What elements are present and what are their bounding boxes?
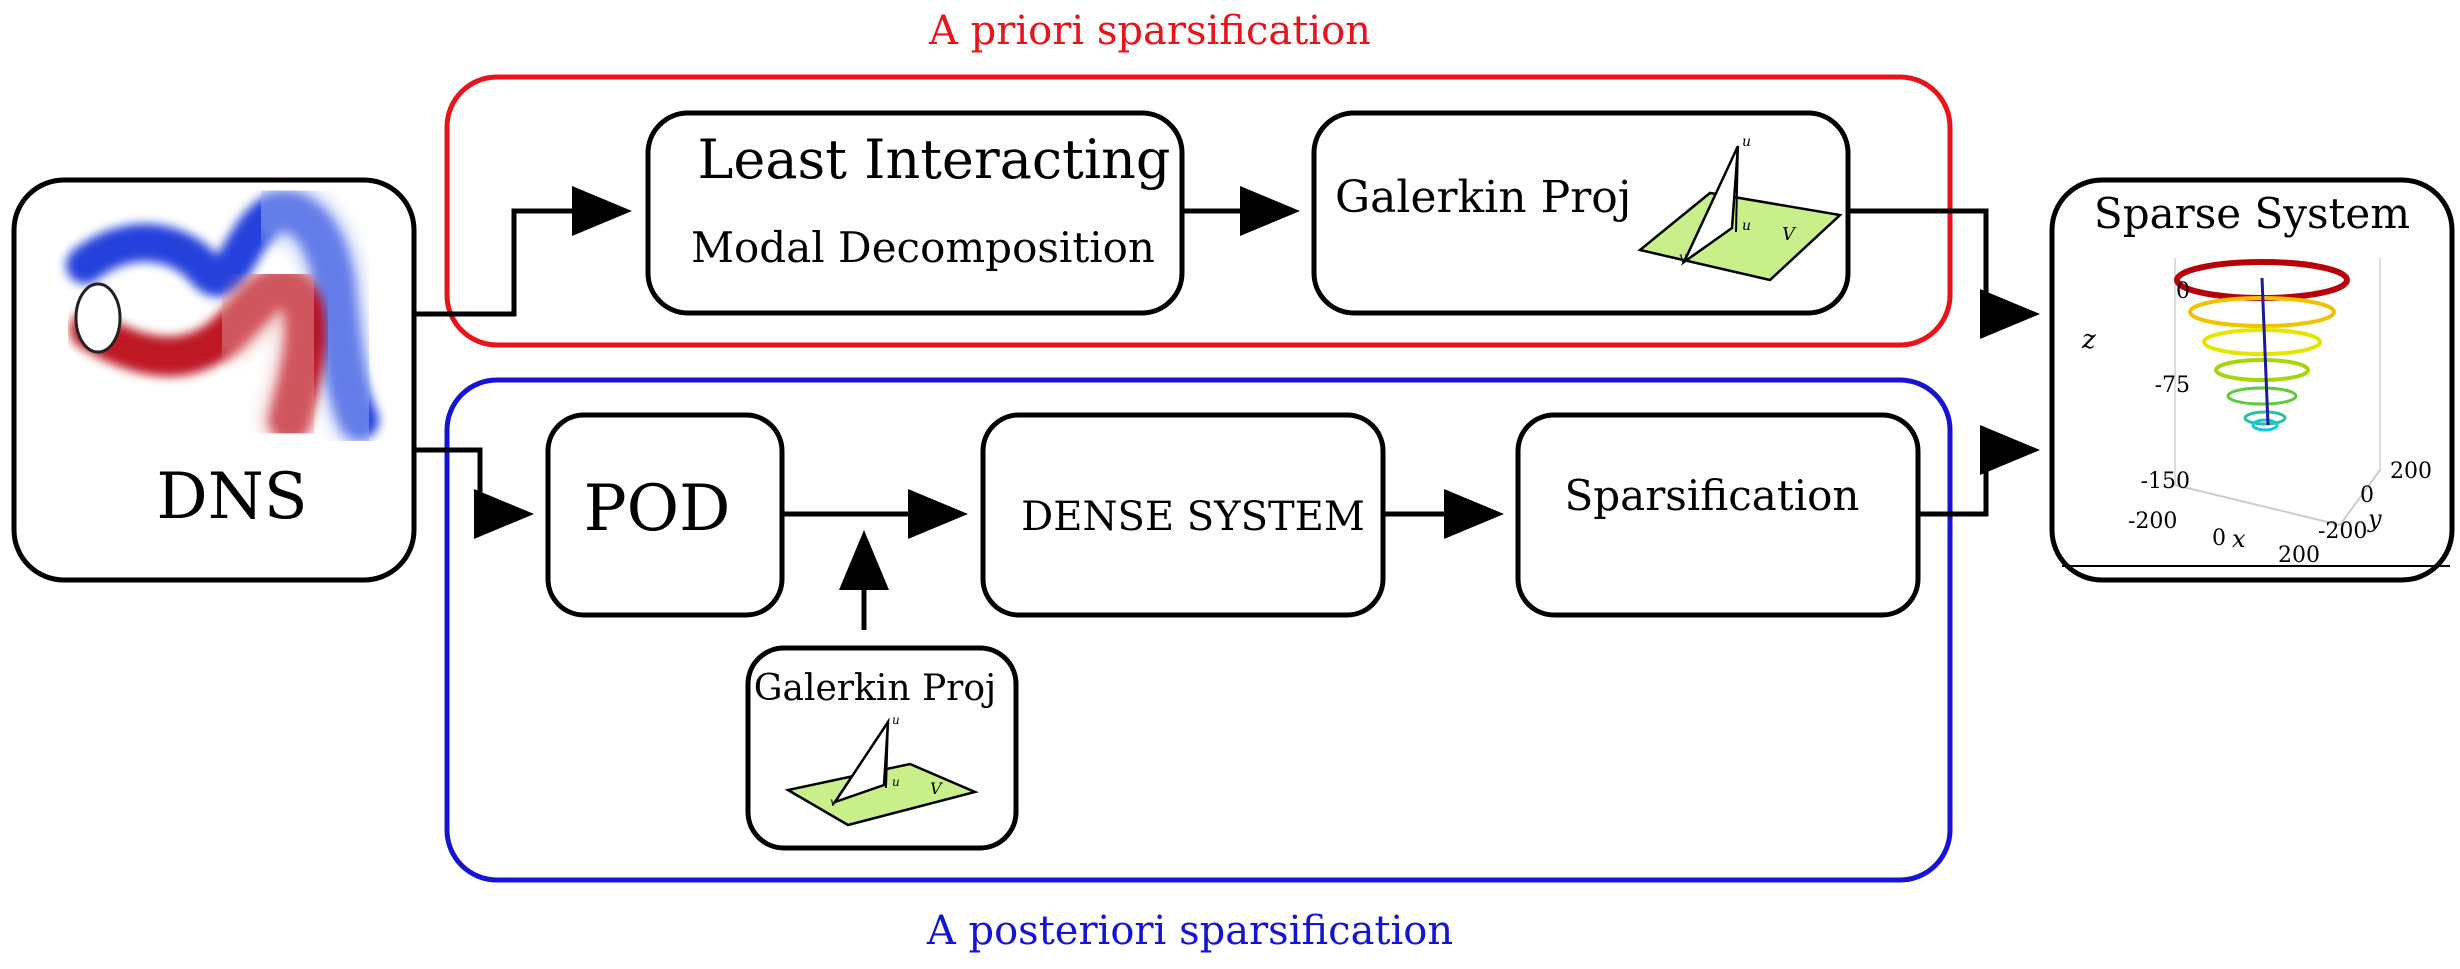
flow-arrows [414, 186, 2040, 630]
svg-text:u: u [892, 775, 900, 789]
galerkin-projection-icon-bottom: u v u V [784, 713, 979, 827]
pod-label: POD [584, 472, 731, 546]
svg-text:-150: -150 [2141, 469, 2190, 494]
svg-text:y: y [2367, 505, 2382, 533]
arrow-galerkin-top-to-sparse [1848, 208, 2040, 339]
least-interacting-label-line2: Modal Decomposition [691, 223, 1155, 272]
dns-label: DNS [156, 460, 307, 534]
svg-text:200: 200 [2278, 543, 2320, 568]
svg-text:v: v [830, 795, 837, 809]
svg-text:z: z [2081, 325, 2096, 355]
svg-text:0: 0 [2212, 526, 2226, 551]
aposteriori-group-frame [444, 377, 1953, 883]
dense-system-label: DENSE SYSTEM [1021, 494, 1365, 540]
arrow-dns-to-least-interacting [414, 186, 632, 317]
galerkin-projection-icon: u v u V [1637, 134, 1843, 282]
svg-text:u: u [1742, 218, 1751, 234]
apriori-title: A priori sparsification [928, 8, 1371, 54]
svg-text:v: v [1679, 250, 1687, 266]
svg-text:V: V [930, 779, 943, 798]
svg-text:V: V [1782, 224, 1797, 245]
svg-text:u: u [892, 713, 900, 727]
svg-text:-200: -200 [2318, 519, 2367, 544]
svg-text:-75: -75 [2155, 373, 2190, 398]
svg-text:0: 0 [2176, 279, 2190, 304]
arrow-dns-to-pod [414, 447, 534, 539]
dns-flow-field-image [66, 184, 388, 448]
svg-text:u: u [1742, 134, 1751, 150]
aposteriori-title: A posteriori sparsification [926, 908, 1453, 954]
svg-text:200: 200 [2390, 459, 2432, 484]
galerkin-top-label: Galerkin Proj [1335, 172, 1631, 223]
arrow-sparsification-to-sparse [1918, 425, 2040, 517]
sparse-system-label: Sparse System [2094, 189, 2410, 238]
galerkin-bottom-label: Galerkin Proj [754, 668, 996, 709]
sparse-system-3d-plot: z 0 -75 -150 -200 0 x 200 200 0 -200 y [2062, 258, 2450, 568]
least-interacting-label-line1: Least Interacting [698, 128, 1171, 191]
sparsification-label: Sparsification [1565, 471, 1860, 520]
svg-text:0: 0 [2360, 483, 2374, 508]
svg-text:-200: -200 [2128, 509, 2177, 534]
svg-text:x: x [2232, 525, 2246, 553]
